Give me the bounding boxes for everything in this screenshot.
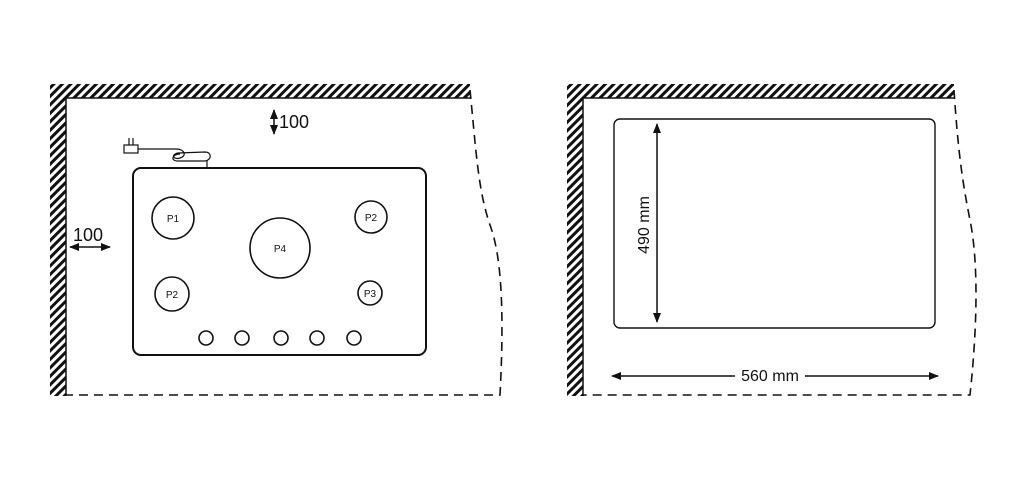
knob (309, 330, 325, 346)
top-wall-hatch (50, 84, 470, 98)
power-cable-icon (123, 138, 211, 167)
burner-p4: P4 (249, 217, 311, 279)
burner-p1-label: P1 (167, 214, 180, 225)
worktop-outline (583, 89, 977, 396)
side-clearance-label: 100 (73, 225, 103, 245)
cutout-width-label: 560 mm (741, 368, 799, 385)
cutout-outline (613, 118, 936, 329)
knob (234, 330, 250, 346)
burner-p3: P3 (357, 280, 383, 306)
burner-p2-right-label: P2 (365, 213, 378, 224)
right-panel: 490 mm 560 mm (567, 84, 977, 396)
side-wall-hatch (50, 84, 66, 396)
knob (198, 330, 214, 346)
knob (346, 330, 362, 346)
worktop-outline (66, 89, 503, 396)
burner-p2-left-label: P2 (166, 290, 179, 301)
control-knobs (198, 330, 362, 346)
cutout-height-label: 490 mm (636, 196, 653, 254)
top-clearance-label: 100 (279, 112, 309, 132)
left-panel: 100 100 P1 P4 P2 P2 (50, 84, 503, 396)
burner-p3-label: P3 (364, 289, 377, 300)
top-wall-hatch (567, 84, 954, 98)
knob (273, 330, 289, 346)
hob-outline (132, 167, 427, 356)
side-wall-hatch (567, 84, 583, 396)
burner-p1: P1 (151, 196, 195, 240)
burner-p4-label: P4 (274, 244, 287, 255)
burner-p2-left: P2 (154, 276, 190, 312)
burner-p2-right: P2 (354, 200, 388, 234)
